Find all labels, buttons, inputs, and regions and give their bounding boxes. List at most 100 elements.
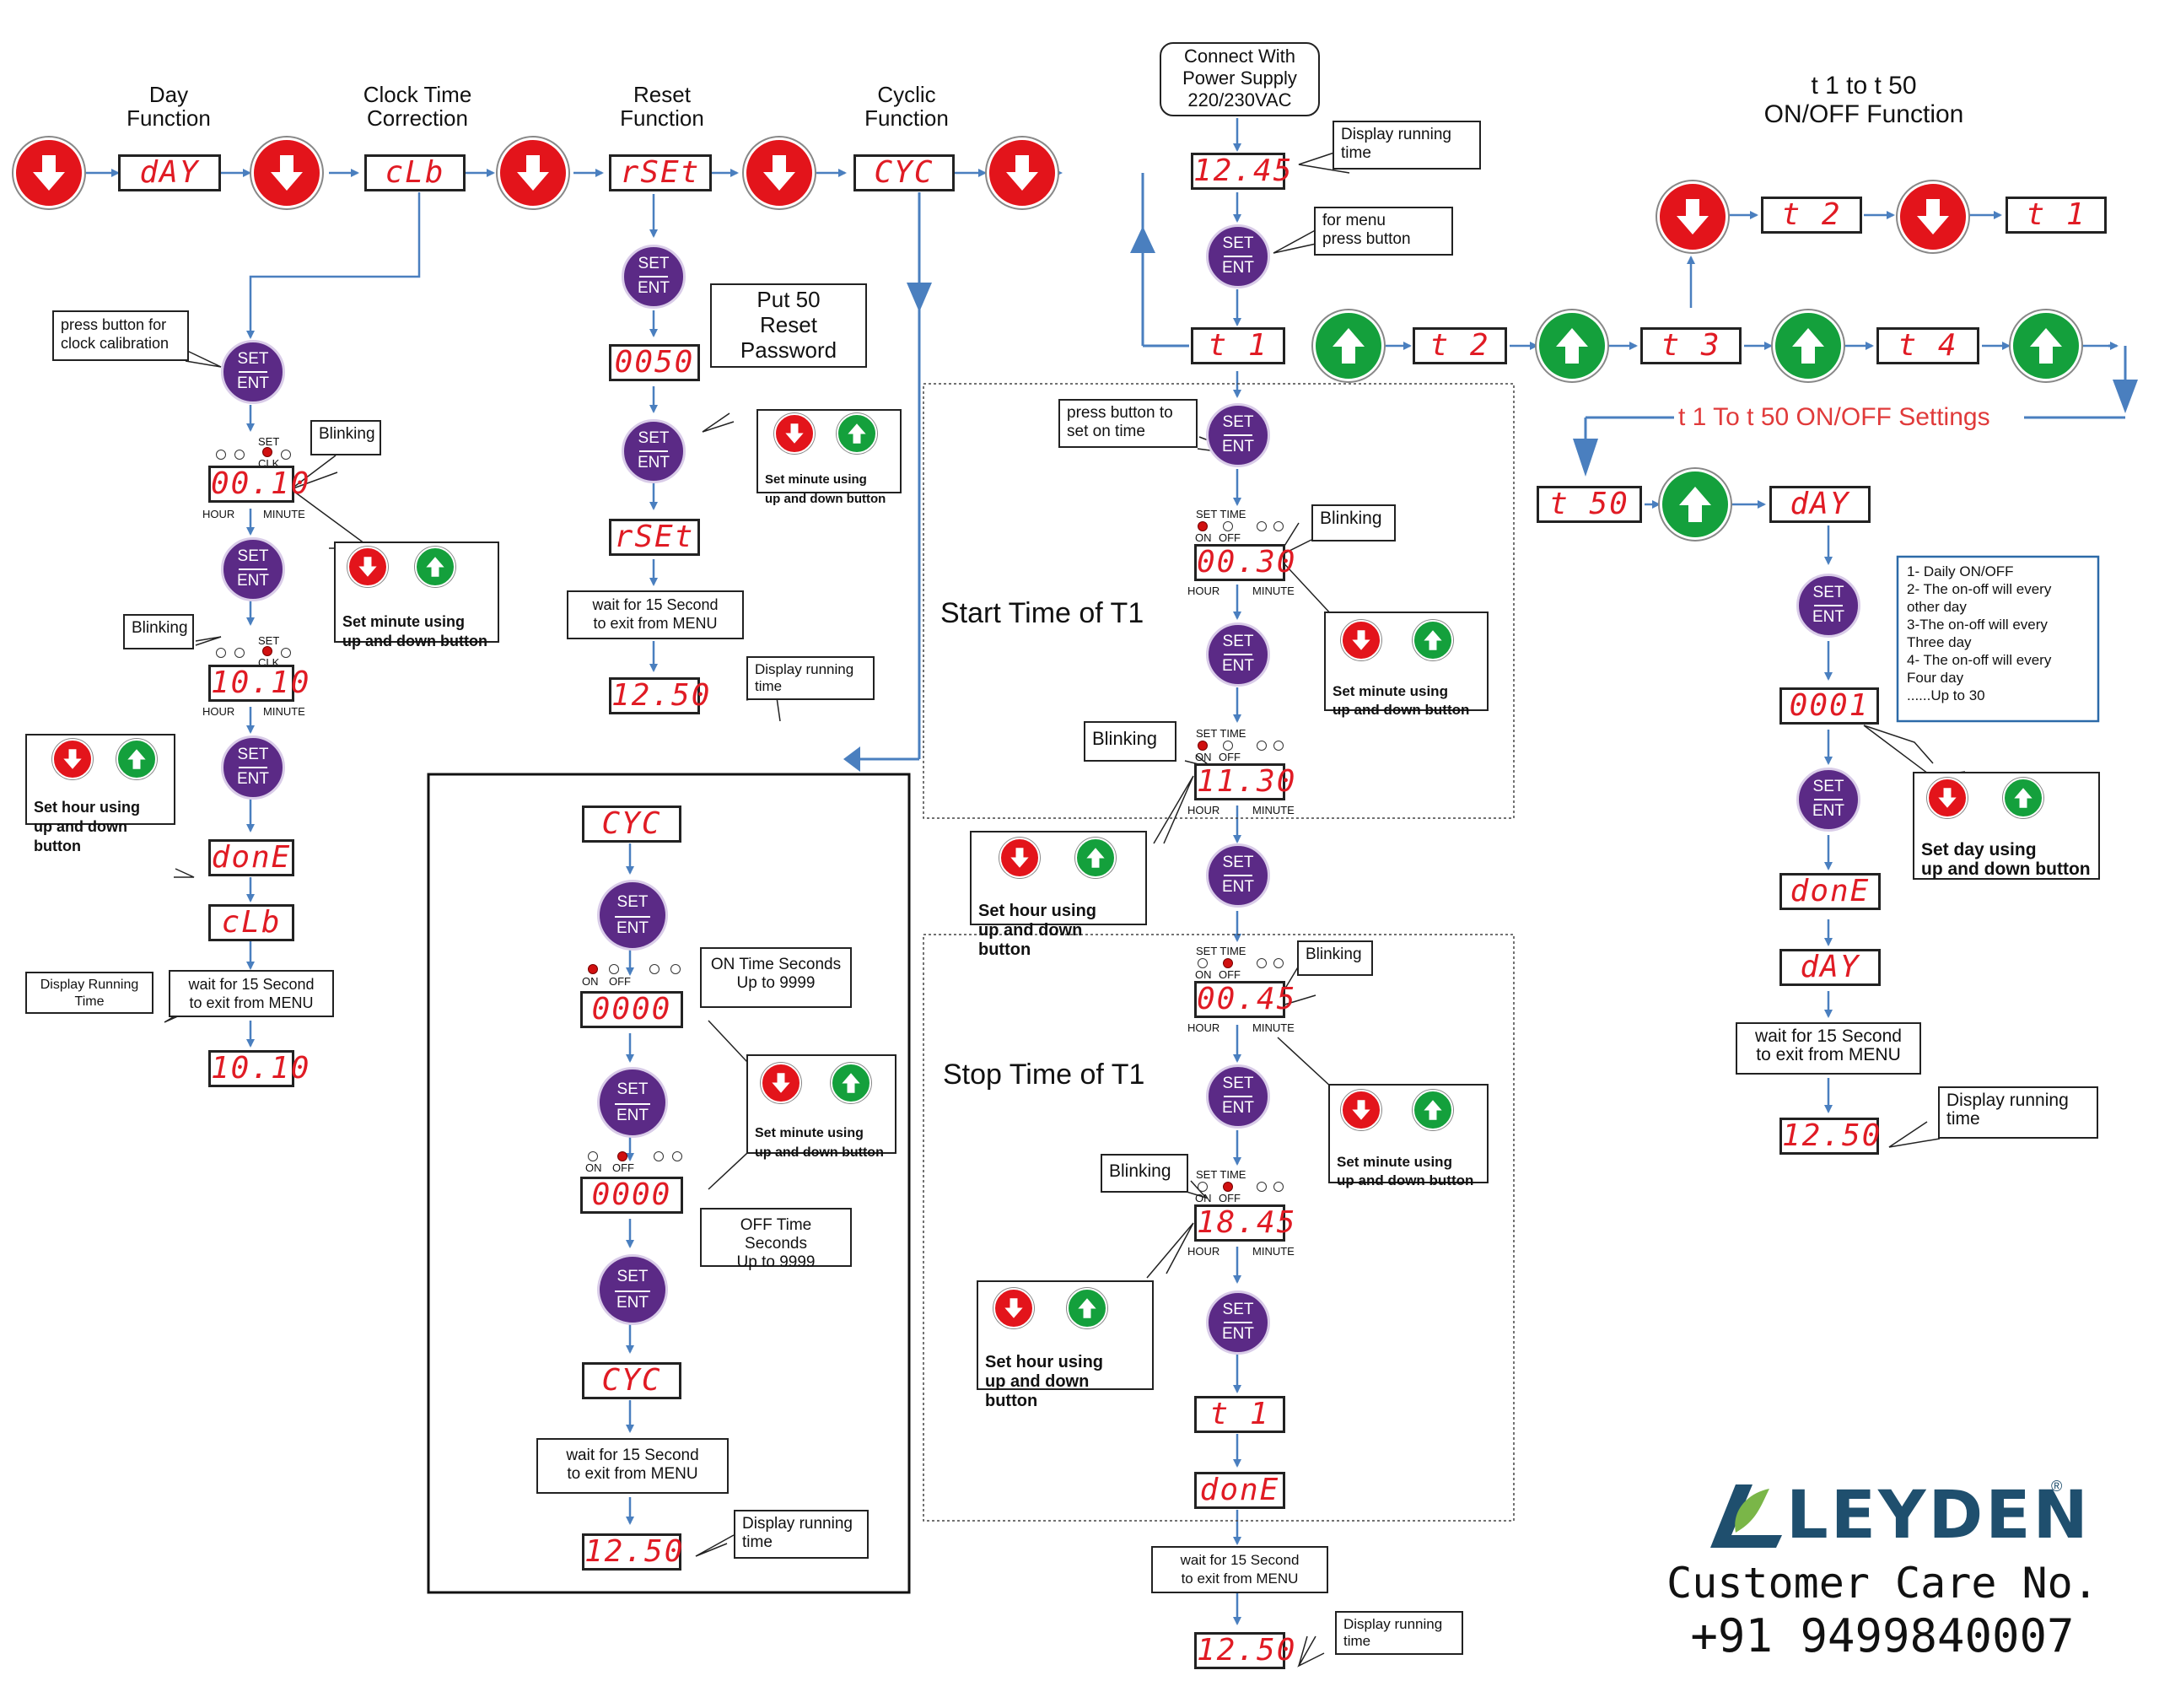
down-button-small[interactable] <box>1341 1090 1381 1130</box>
up-arrow-icon <box>1424 1100 1442 1120</box>
up-button[interactable] <box>1313 310 1384 381</box>
down-arrow-icon <box>763 155 795 191</box>
wait-note: wait for 15 Second to exit from MENU <box>567 590 744 639</box>
set-hour-text: Set hour using up and down button <box>34 799 140 854</box>
indicator-led <box>1198 958 1208 968</box>
stop-time-label: Stop Time of T1 <box>943 1059 1145 1091</box>
down-button-small[interactable] <box>1341 620 1381 660</box>
display-off-seconds: 0000 <box>580 1177 683 1214</box>
display-t1-running: 12.50 <box>1194 1632 1295 1669</box>
blinking-note: Blinking <box>1084 721 1176 762</box>
hour-label: HOUR <box>202 508 235 520</box>
on-label: ON <box>582 975 599 988</box>
display-on-seconds: 0000 <box>580 991 683 1028</box>
indicator-led <box>670 964 681 974</box>
display-rset-confirm: rSEt <box>609 519 700 556</box>
down-arrow-icon <box>63 749 82 769</box>
indicator-led <box>588 1151 598 1161</box>
down-button[interactable] <box>1898 181 1968 252</box>
t1-t50-title: t 1 to t 50 ON/OFF Function <box>1763 72 1964 128</box>
down-button-small[interactable] <box>999 838 1040 878</box>
display-start-minutes: 00.30 <box>1194 544 1295 581</box>
blinking-note: Blinking <box>1297 940 1373 976</box>
up-arrow-icon <box>127 749 146 769</box>
down-button[interactable] <box>987 137 1058 208</box>
up-button[interactable] <box>1773 310 1844 381</box>
minute-label: MINUTE <box>1252 1245 1295 1258</box>
blinking-note: Blinking <box>1311 504 1396 541</box>
registered-mark: ® <box>2051 1478 2063 1495</box>
set-minute-text: Set minute using up and down button <box>755 1126 884 1160</box>
down-arrow-icon <box>785 423 804 444</box>
set-time-label: SET TIME <box>1196 1168 1246 1181</box>
up-button-small[interactable] <box>837 413 877 454</box>
indicator-led <box>1223 741 1233 751</box>
up-button-small[interactable] <box>831 1063 871 1103</box>
indicator-led <box>1257 521 1267 531</box>
down-button-small[interactable] <box>993 1288 1034 1328</box>
down-button-small[interactable] <box>774 413 815 454</box>
hour-label: HOUR <box>1187 804 1220 816</box>
customer-care-phone: +91 9499840007 <box>1690 1609 2075 1662</box>
down-button[interactable] <box>13 137 84 208</box>
up-button-small[interactable] <box>1067 1288 1107 1328</box>
indicator-led <box>1273 521 1284 531</box>
on-time-note: ON Time Seconds Up to 9999 <box>700 947 852 1008</box>
indicator-led <box>216 450 226 460</box>
up-button-small[interactable] <box>116 739 157 779</box>
up-button-small[interactable] <box>1075 838 1116 878</box>
down-button-small[interactable] <box>1927 778 1968 818</box>
set-time-label: SET TIME <box>1196 727 1246 740</box>
indicator-led <box>1257 1182 1267 1192</box>
display-cyclic-running: 12.50 <box>582 1533 682 1571</box>
down-button[interactable] <box>744 137 815 208</box>
up-button-small[interactable] <box>2003 778 2043 818</box>
on-label: ON <box>585 1161 602 1174</box>
indicator-led <box>1198 521 1208 531</box>
indicator-led <box>1198 1182 1208 1192</box>
down-button[interactable] <box>498 137 568 208</box>
up-button[interactable] <box>1660 469 1731 540</box>
display-reset-running: 12.50 <box>609 677 709 714</box>
minute-label: MINUTE <box>1252 1021 1295 1034</box>
up-button-small[interactable] <box>1413 1090 1453 1130</box>
down-button[interactable] <box>1657 181 1728 252</box>
up-button-small[interactable] <box>415 547 455 587</box>
down-arrow-icon <box>1010 848 1029 868</box>
up-button[interactable] <box>2011 310 2081 381</box>
blinking-note: Blinking <box>310 420 381 455</box>
wait-note: wait for 15 Second to exit from MENU <box>1151 1546 1328 1593</box>
display-right-day2: dAY <box>1779 949 1881 986</box>
off-label: OFF <box>1219 968 1241 981</box>
indicator-led <box>281 648 291 658</box>
display-running-note: Display running time <box>746 656 875 700</box>
down-button-small[interactable] <box>347 547 388 587</box>
indicator-led <box>234 648 245 658</box>
day-function-title: Day Function <box>127 82 211 131</box>
up-button[interactable] <box>1537 310 1607 381</box>
off-label: OFF <box>1219 531 1241 544</box>
set-minute-text: Set minute using up and down button <box>765 472 886 506</box>
indicator-led <box>262 646 272 656</box>
down-button-small[interactable] <box>761 1063 801 1103</box>
down-button-small[interactable] <box>52 739 93 779</box>
up-button-small[interactable] <box>1413 620 1453 660</box>
down-button[interactable] <box>251 137 322 208</box>
mode-list-note: 1- Daily ON/OFF 2- The on-off will every… <box>1907 563 2052 703</box>
